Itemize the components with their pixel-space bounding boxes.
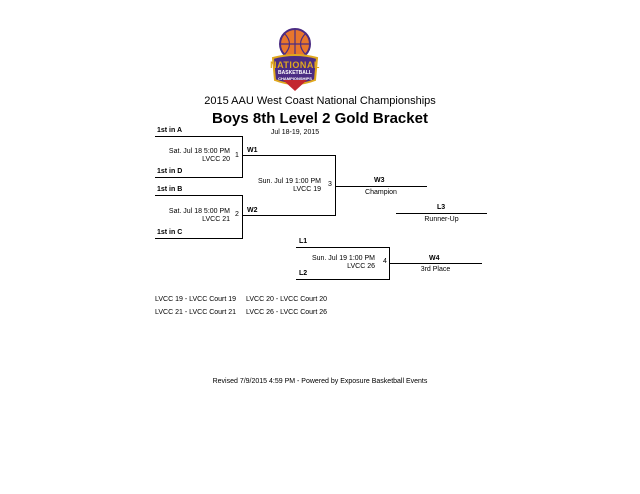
loser1-line: [296, 247, 389, 248]
game2-info: Sat. Jul 18 5:00 PM LVCC 21: [145, 208, 230, 224]
game3-info: Sun. Jul 19 1:00 PM LVCC 19: [240, 178, 321, 194]
game3-number: 3: [328, 181, 332, 188]
game3-time: Sun. Jul 19 1:00 PM: [257, 178, 321, 185]
logo-text-basketball: BASKETBALL: [278, 70, 312, 76]
champion-result: Champion: [365, 189, 397, 196]
game3-court: LVCC 19: [293, 186, 321, 193]
game1-winner-label: W1: [247, 147, 258, 154]
logo-text-championships: CHAMPIONSHIPS: [278, 76, 312, 81]
game1-time: Sat. Jul 18 5:00 PM: [168, 148, 230, 155]
team-line-c: [155, 238, 242, 239]
game4-court: LVCC 26: [347, 263, 375, 270]
logo-text-national: NATIONAL: [270, 60, 320, 70]
game2-court: LVCC 21: [202, 216, 230, 223]
revision-footer: Revised 7/9/2015 4:59 PM - Powered by Ex…: [212, 378, 428, 385]
team-slot-c: 1st in C: [157, 229, 183, 236]
champion-line: [335, 186, 427, 187]
loser2-line: [296, 279, 389, 280]
game4-time: Sun. Jul 19 1:00 PM: [311, 255, 375, 262]
court-legend-19: LVCC 19 - LVCC Court 19: [155, 296, 237, 303]
runner-up-label: L3: [437, 204, 446, 211]
game1-number: 1: [235, 152, 239, 159]
team-line-a: [155, 136, 242, 137]
team-slot-b: 1st in B: [157, 186, 183, 193]
event-logo: NATIONAL BASKETBALL CHAMPIONSHIPS: [264, 24, 326, 92]
team-line-d: [155, 177, 242, 178]
team-line-b: [155, 195, 242, 196]
bracket-dates: Jul 18-19, 2015: [270, 129, 320, 136]
team-slot-a: 1st in A: [157, 127, 183, 134]
team-slot-d: 1st in D: [157, 168, 183, 175]
court-legend-20: LVCC 20 - LVCC Court 20: [246, 296, 328, 303]
game1-connector: [242, 136, 243, 178]
runner-up-line: [396, 213, 487, 214]
w1-line: [242, 155, 336, 156]
court-legend-26: LVCC 26 - LVCC Court 26: [246, 309, 328, 316]
game4-number: 4: [383, 258, 387, 265]
loser1-label: L1: [299, 238, 308, 245]
runner-up-result: Runner-Up: [424, 216, 459, 223]
game2-time: Sat. Jul 18 5:00 PM: [168, 208, 230, 215]
game2-winner-label: W2: [247, 207, 258, 214]
game2-connector: [242, 195, 243, 239]
basketball-logo-icon: [271, 28, 319, 91]
third-place-result: 3rd Place: [420, 266, 451, 273]
loser2-label: L2: [299, 270, 308, 277]
game1-info: Sat. Jul 18 5:00 PM LVCC 20: [145, 148, 230, 164]
game4-winner-label: W4: [429, 255, 440, 262]
event-title: 2015 AAU West Coast National Championshi…: [204, 95, 436, 107]
game1-court: LVCC 20: [202, 156, 230, 163]
game4-info: Sun. Jul 19 1:00 PM LVCC 26: [295, 255, 375, 271]
w2-line: [242, 215, 336, 216]
game3-winner-label: W3: [374, 177, 385, 184]
court-legend-21: LVCC 21 - LVCC Court 21: [155, 309, 237, 316]
game2-number: 2: [235, 211, 239, 218]
bracket-title: Boys 8th Level 2 Gold Bracket: [212, 110, 428, 127]
third-place-line: [389, 263, 482, 264]
game3-connector: [335, 155, 336, 216]
